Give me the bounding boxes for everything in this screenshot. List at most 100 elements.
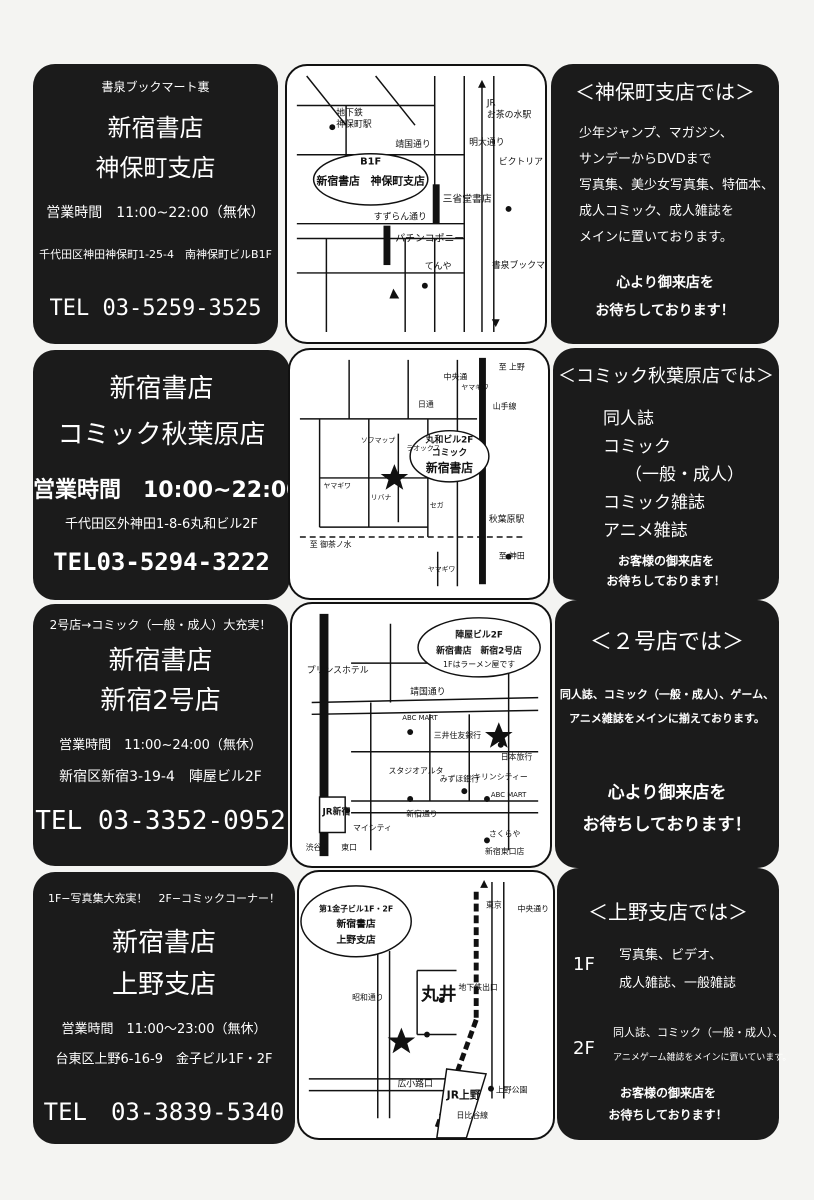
info-title: ＜コミック秋葉原店では＞: [558, 366, 774, 387]
store-hours: 営業時間 11:00~22:00（無休）: [46, 205, 265, 221]
store-phone: TEL03-5294-3222: [53, 548, 270, 576]
store-address: 新宿区新宿3-19-4 陣屋ビル2F: [59, 769, 262, 785]
info-line: アニメゲーム雑誌をメインに置いています。: [613, 1053, 792, 1063]
closing-line: お待ちしております！: [582, 815, 752, 835]
map-label: JR新宿: [322, 806, 351, 818]
map-label: 日通: [418, 399, 434, 409]
map-akihabara: 中央通 至 上野 ヤマギワ 山手線 日通 ソフマップ ラオックス ヤマギワ リバ…: [288, 348, 550, 600]
map-label: リバナ: [371, 494, 392, 502]
map-label: ソフマップ: [361, 437, 396, 445]
map-label: 日本旅行: [501, 752, 533, 762]
info-line: アニメ雑誌をメインに揃えております。: [569, 712, 765, 725]
map-bubble-text: 新宿書店: [336, 917, 375, 930]
map-label: マイシティ: [353, 824, 392, 833]
info-card-ueno: ＜上野支店では＞ 1F 写真集、ビデオ、 成人雑誌、一般雑誌 2F 同人誌、コミ…: [557, 868, 791, 1140]
store-name: 新宿書店: [109, 374, 214, 404]
store-card-ueno: 1F−写真集大充実！ 2F−コミックコーナー！ 新宿書店 上野支店 営業時間 1…: [33, 872, 295, 1144]
map-label: すずらん通り: [374, 212, 427, 223]
info-title: ＜上野支店では＞: [588, 900, 748, 924]
map-label: 靖国通り: [395, 138, 430, 150]
map-bubble-text: 1Fはラーメン屋です: [443, 660, 515, 669]
store-address: 台東区上野6-16-9 金子ビル1F・2F: [55, 1052, 273, 1067]
map-bubble-text: 丸和ビル2F: [425, 434, 474, 446]
map-label: 渋谷↓: [306, 842, 328, 852]
info-line: サンデーからDVDまで: [579, 152, 712, 167]
map-bubble-text: 上野支店: [336, 933, 375, 946]
map-label: 至 神田: [499, 551, 525, 561]
info-line: （一般・成人）: [625, 465, 744, 485]
map-label: 神保町駅: [336, 118, 372, 130]
map-label: 明大通り: [469, 136, 504, 148]
store-address: 千代田区神田神保町1-25-4 南神保町ビルB1F: [39, 248, 272, 261]
info-line: アニメ雑誌: [603, 521, 688, 541]
store-branch: コミック秋葉原店: [57, 420, 266, 450]
info-line: 写真集、ビデオ、: [619, 948, 723, 963]
map-label: 三井住友銀行: [434, 730, 481, 740]
floor-label: 1F: [573, 954, 595, 975]
store-phone: TEL 03-5259-3525: [49, 296, 262, 321]
store-branch: 新宿2号店: [100, 686, 221, 716]
info-line: 写真集、美少女写真集、特価本、: [579, 178, 775, 193]
closing-line: お客様の御来店を: [619, 1086, 716, 1100]
info-line: 同人誌、コミック（一般・成人）、ゲーム、: [559, 688, 775, 701]
street-map: 東京 中央通り 丸井 地下鉄出口 昭和通り 広小路口 JR上野 日比谷線 上野公…: [300, 879, 549, 1138]
store-name: 新宿書店: [111, 928, 216, 958]
map-label: JR: [486, 99, 496, 109]
store-hours: 営業時間 11:00～23:00（無休）: [61, 1022, 267, 1037]
store-name: 新宿書店: [108, 646, 213, 676]
map-label: 新宿東口店: [485, 846, 524, 856]
map-label: 三省堂書店: [443, 192, 492, 205]
info-title: ＜２号店では＞: [589, 630, 744, 655]
map-label: てんや: [425, 261, 452, 272]
info-line: 成人雑誌、一般雑誌: [619, 976, 737, 991]
map-label: JR上野: [446, 1088, 481, 1102]
floor-label: 2F: [573, 1038, 595, 1059]
street-map: プリンスホテル 靖国通り ABC MART 日本旅行 三井住友銀行 スタジオアル…: [306, 613, 541, 856]
map-label: 至 上野: [499, 363, 525, 372]
store-hours: 営業時間 11:00~24:00（無休）: [59, 738, 262, 753]
closing-line: お客様の御来店を: [617, 554, 714, 568]
info-card-shinjuku2: ＜２号店では＞ 同人誌、コミック（一般・成人）、ゲーム、 アニメ雑誌をメインに揃…: [555, 600, 779, 868]
store-hours: 営業時間 10:00~22:00: [33, 478, 302, 503]
closing-line: お待ちしております！: [606, 574, 726, 588]
map-label: ヤマギワ: [324, 482, 352, 490]
map-label: 上野公園: [496, 1086, 528, 1095]
map-label: 新宿通り: [406, 809, 437, 819]
map-label: パチンコポニー: [395, 232, 464, 244]
map-bubble-text: コミック: [432, 447, 467, 458]
map-label: 日比谷線: [457, 1110, 489, 1120]
map-label: 昭和通り: [352, 992, 383, 1002]
store-branch: 神保町支店: [95, 154, 216, 182]
map-bubble-text: B1F: [360, 157, 381, 168]
map-label: ヤマギワ: [428, 565, 456, 573]
map-shinjuku2: プリンスホテル 靖国通り ABC MART 日本旅行 三井住友銀行 スタジオアル…: [290, 602, 552, 868]
map-label: 至 御茶ノ水: [310, 539, 352, 549]
map-bubble-text: 新宿書店: [426, 461, 473, 475]
info-line: 少年ジャンプ、マガジン、: [579, 126, 733, 141]
map-label: 地下鉄: [336, 106, 363, 118]
store-phone: TEL 03-3839-5340: [43, 1098, 285, 1126]
map-label: ABC MART: [402, 714, 438, 722]
info-line: 同人誌: [603, 409, 654, 429]
map-label: ABC MART: [491, 791, 527, 799]
info-line: メインに置いております。: [579, 230, 733, 245]
street-map: 中央通 至 上野 ヤマギワ 山手線 日通 ソフマップ ラオックス ヤマギワ リバ…: [299, 357, 527, 587]
map-label: 中央通り: [518, 903, 549, 913]
map-bubble-text: 陣屋ビル2F: [455, 629, 503, 641]
map-label: お茶の水駅: [487, 108, 531, 120]
closing-line: 心より御来店を: [616, 275, 714, 291]
map-label: 秋葉原駅: [489, 513, 525, 525]
store-address: 千代田区外神田1-8-6丸和ビル2F: [65, 517, 258, 532]
map-ueno: 東京 中央通り 丸井 地下鉄出口 昭和通り 広小路口 JR上野 日比谷線 上野公…: [297, 870, 555, 1140]
store-card-akihabara: 新宿書店 コミック秋葉原店 営業時間 10:00~22:00 千代田区外神田1-…: [33, 350, 302, 600]
store-card-shinjuku2: 2号店→コミック（一般・成人）大充実！ 新宿書店 新宿2号店 営業時間 11:0…: [33, 604, 288, 866]
info-card-jimbocho: ＜神保町支店では＞ 少年ジャンプ、マガジン、 サンデーからDVDまで 写真集、美…: [551, 64, 779, 344]
store-name: 新宿書店: [107, 114, 204, 142]
info-line: 同人誌、コミック（一般・成人）、: [613, 1026, 784, 1039]
info-title: ＜神保町支店では＞: [575, 80, 755, 104]
street-map: 地下鉄 神保町駅 JR お茶の水駅 明大通り 靖国通り ビクトリア 三省堂書店 …: [296, 75, 545, 333]
store-card-jimbocho: 書泉ブックマート裏 新宿書店 神保町支店 営業時間 11:00~22:00（無休…: [33, 64, 278, 344]
map-bubble-text: 新宿書店 神保町支店: [317, 173, 425, 187]
map-label: 書泉ブックマート: [492, 259, 545, 271]
map-label: 丸井: [420, 983, 457, 1005]
